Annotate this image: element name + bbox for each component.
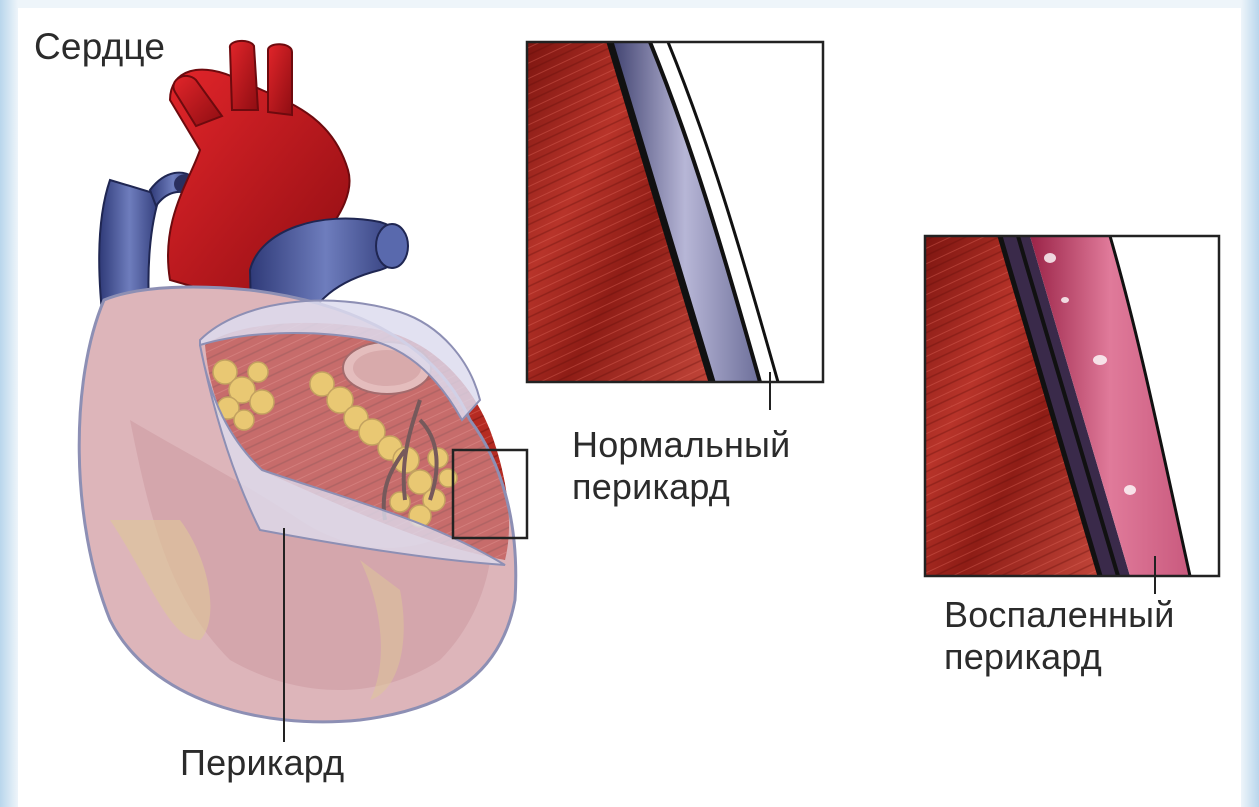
- pulmonary-artery-end: [376, 224, 408, 268]
- pericardium-label: Перикард: [180, 742, 344, 784]
- heart-label: Сердце: [34, 26, 165, 68]
- inflamed-pericardium-inset: [925, 236, 1219, 594]
- aortic-branch-1: [230, 41, 258, 110]
- normal-pericardium-label-line1: Нормальный: [572, 424, 790, 466]
- aortic-branch-2: [268, 44, 292, 115]
- inflamed-pericardium-label-line2: перикард: [944, 636, 1175, 678]
- normal-pericardium-inset: [527, 42, 823, 410]
- inflamed-pericardium-label-line1: Воспаленный: [944, 594, 1175, 636]
- pericardium-label-text: Перикард: [180, 742, 344, 783]
- normal-pericardium-label-line2: перикард: [572, 466, 790, 508]
- inflamed-pericardium-label: Воспаленный перикард: [944, 594, 1175, 678]
- normal-pericardium-label: Нормальный перикард: [572, 424, 790, 508]
- heart-label-text: Сердце: [34, 26, 165, 67]
